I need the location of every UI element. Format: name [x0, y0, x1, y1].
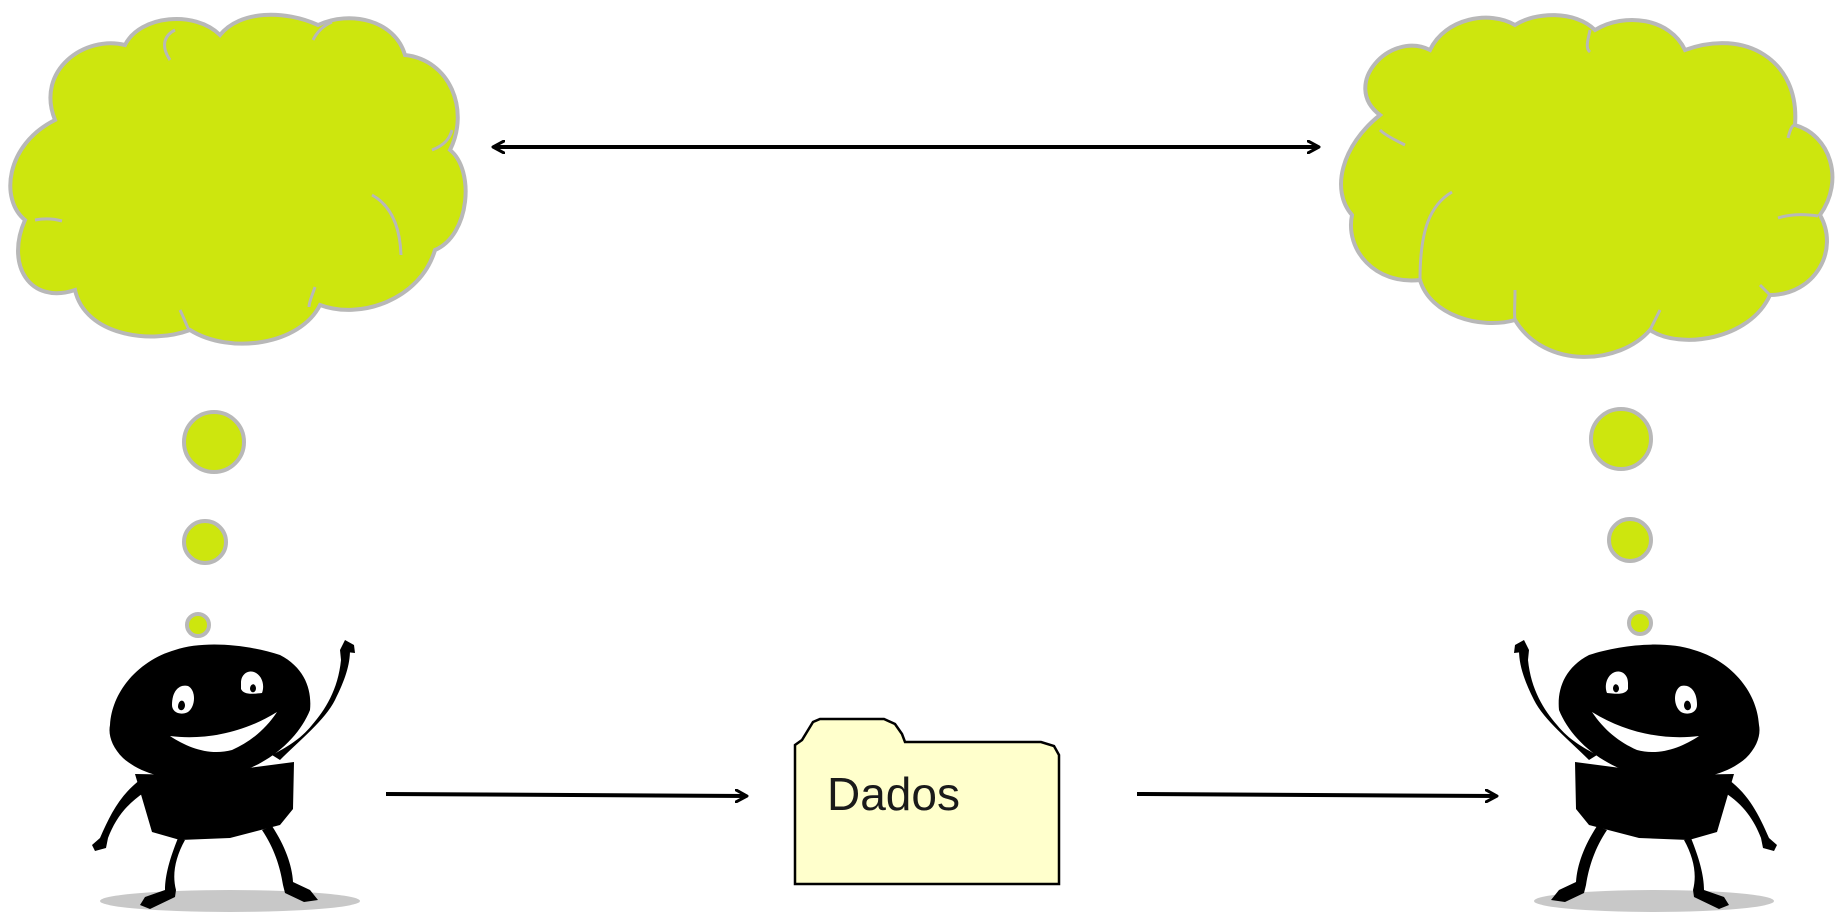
right-thought-bubble-medium — [1607, 517, 1653, 563]
right-raised-arm — [1519, 640, 1597, 760]
right-cloud-detail — [1418, 190, 1453, 281]
left-smiling-figure — [92, 640, 360, 912]
right-cloud-detail — [1378, 128, 1406, 147]
left-thought-bubble-large — [182, 410, 246, 474]
left-cloud-body — [8, 12, 468, 346]
left-thought-cloud — [8, 12, 468, 346]
left-finger — [345, 640, 355, 653]
right-cloud-detail — [1777, 213, 1819, 220]
bottom-left-arrow — [385, 794, 746, 796]
left-cloud-detail — [431, 129, 454, 152]
right-finger — [1514, 640, 1524, 653]
left-cloud-detail — [307, 286, 317, 308]
left-pupil-left — [178, 700, 185, 711]
left-eye-left — [172, 685, 194, 714]
right-thought-bubble-large — [1589, 407, 1653, 471]
right-smile — [1592, 712, 1699, 753]
right-thought-bubbles — [1589, 407, 1653, 636]
right-cloud-detail — [1585, 29, 1592, 54]
left-smile — [170, 712, 277, 753]
folder-body — [793, 717, 1061, 886]
left-pupil-right — [250, 684, 256, 693]
left-leg-left — [140, 838, 185, 909]
right-cloud-detail — [1786, 123, 1796, 139]
right-leg-right — [1551, 826, 1607, 902]
left-thought-bubbles — [182, 410, 246, 638]
left-raised-arm — [272, 640, 350, 760]
left-cloud-detail — [178, 309, 191, 332]
left-thought-bubble-medium — [182, 519, 228, 565]
right-smiling-figure — [1514, 640, 1777, 912]
left-body — [135, 762, 294, 840]
left-cloud-detail — [371, 193, 403, 256]
left-lower-arm — [92, 780, 145, 851]
right-pupil-right — [1613, 684, 1619, 693]
right-eye-right — [1605, 671, 1628, 694]
right-pupil-left — [1684, 700, 1691, 711]
left-shadow — [100, 890, 360, 912]
right-cloud-body — [1339, 13, 1835, 359]
bottom-right-arrow — [1136, 794, 1496, 796]
left-cloud-detail — [34, 217, 63, 223]
folder-icon: Dados — [793, 717, 1061, 886]
right-leg-left — [1684, 838, 1729, 909]
right-eye-left — [1675, 685, 1697, 714]
right-cloud-detail — [1648, 309, 1662, 331]
left-cloud-detail — [311, 20, 333, 41]
right-body — [1575, 762, 1734, 840]
right-cloud-detail — [1758, 283, 1772, 297]
right-lower-arm — [1724, 780, 1777, 851]
left-eye-right — [241, 671, 264, 694]
right-thought-bubble-small — [1627, 610, 1653, 636]
folder-label: Dados — [827, 768, 960, 820]
left-thought-bubble-small — [185, 612, 211, 638]
right-thought-cloud — [1339, 13, 1835, 359]
left-cloud-detail — [163, 28, 176, 61]
left-leg-right — [262, 826, 318, 902]
